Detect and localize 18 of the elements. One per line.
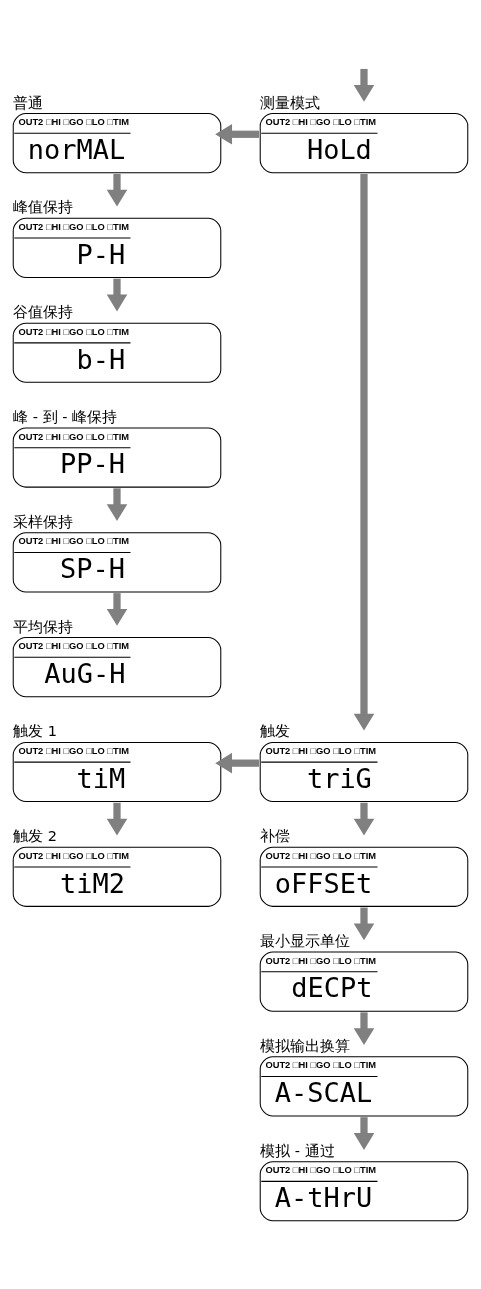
node-label: 普通 bbox=[13, 94, 44, 110]
arrow bbox=[106, 487, 128, 521]
node-label: 谷值保持 bbox=[13, 303, 74, 320]
node-label: 触发 2 bbox=[13, 827, 58, 844]
arrow bbox=[106, 592, 128, 626]
node-label: 补偿 bbox=[260, 827, 291, 844]
node-label: 峰值保持 bbox=[13, 198, 74, 215]
node-label: 模拟 - 通过 bbox=[260, 1142, 335, 1159]
arrow bbox=[353, 1116, 375, 1150]
node-label: 平均保持 bbox=[13, 618, 74, 635]
node-label: 模拟输出换算 bbox=[260, 1037, 351, 1054]
node-label: 采样保持 bbox=[13, 513, 74, 530]
node-label: 测量模式 bbox=[260, 94, 321, 110]
node-label: 触发 bbox=[260, 722, 291, 739]
node-label: 最小显示单位 bbox=[260, 932, 351, 949]
arrow bbox=[353, 1011, 375, 1045]
node-label: 峰 - 到 - 峰保持 bbox=[13, 408, 118, 425]
node-label: 触发 1 bbox=[13, 722, 58, 739]
